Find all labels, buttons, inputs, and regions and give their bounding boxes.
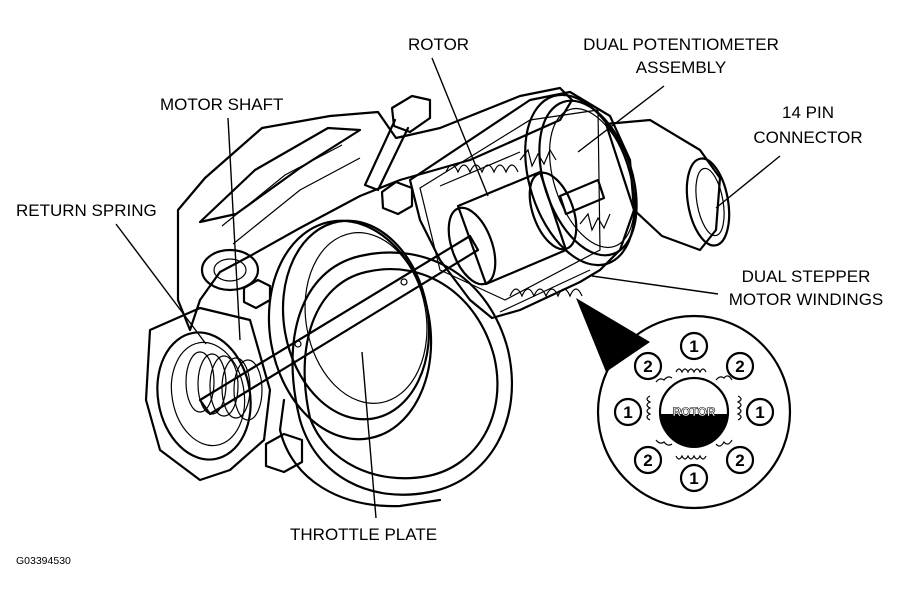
winding-number: 1	[755, 403, 764, 422]
detail-pointer	[576, 298, 650, 372]
motor-shaft-leader	[227, 117, 241, 341]
figure-id: G03394530	[16, 555, 71, 567]
upper-winding	[439, 151, 521, 187]
winding-badge	[679, 463, 709, 493]
throttle-plate-leader	[361, 351, 377, 519]
14-pin-connector	[604, 118, 731, 252]
dual-potentiometer-label-line1: DUAL POTENTIOMETER	[583, 35, 779, 54]
winding-badge	[633, 445, 663, 475]
return-spring	[185, 351, 263, 421]
return-spring-leader	[115, 223, 207, 345]
throttle-plate-label: THROTTLE PLATE	[290, 525, 437, 544]
winding-number: 2	[735, 357, 744, 376]
motor-housing	[408, 90, 638, 320]
dual-potentiometer-label-line2: ASSEMBLY	[636, 58, 726, 77]
winding-number: 1	[689, 469, 698, 488]
stepper-leader	[591, 275, 719, 295]
return-spring-label: RETURN SPRING	[16, 201, 157, 220]
winding-number: 2	[735, 451, 744, 470]
detail-rotor-label: ROTOR	[672, 405, 715, 419]
potentiometer-leader	[577, 85, 665, 153]
stepper-label-line1: DUAL STEPPER	[742, 267, 871, 286]
winding-badge	[725, 351, 755, 381]
rotor-cylinder	[447, 170, 606, 286]
winding-number: 1	[689, 337, 698, 356]
winding-number: 1	[623, 403, 632, 422]
potentiometer-zigzag	[519, 148, 611, 232]
connector-label-line2: CONNECTOR	[753, 128, 862, 147]
motor-shaft-label: MOTOR SHAFT	[160, 95, 283, 114]
rotor-label: ROTOR	[408, 35, 469, 54]
rotor-detail-callout: ROTOR 1 2 1 2 1 2 1 2	[576, 298, 792, 510]
winding-number: 2	[643, 357, 652, 376]
stepper-label-line2: MOTOR WINDINGS	[729, 290, 884, 309]
winding-badge	[679, 331, 709, 361]
leader-lines	[115, 57, 781, 519]
winding-number: 2	[643, 451, 652, 470]
connector-label-line1: 14 PIN	[782, 103, 834, 122]
lower-winding	[499, 269, 591, 313]
winding-badge	[633, 351, 663, 381]
winding-badge	[725, 445, 755, 475]
winding-badge	[745, 397, 775, 427]
connector-leader	[715, 155, 781, 209]
rotor-leader	[431, 57, 489, 197]
inlet-flange	[144, 306, 272, 482]
winding-badge	[613, 397, 643, 427]
